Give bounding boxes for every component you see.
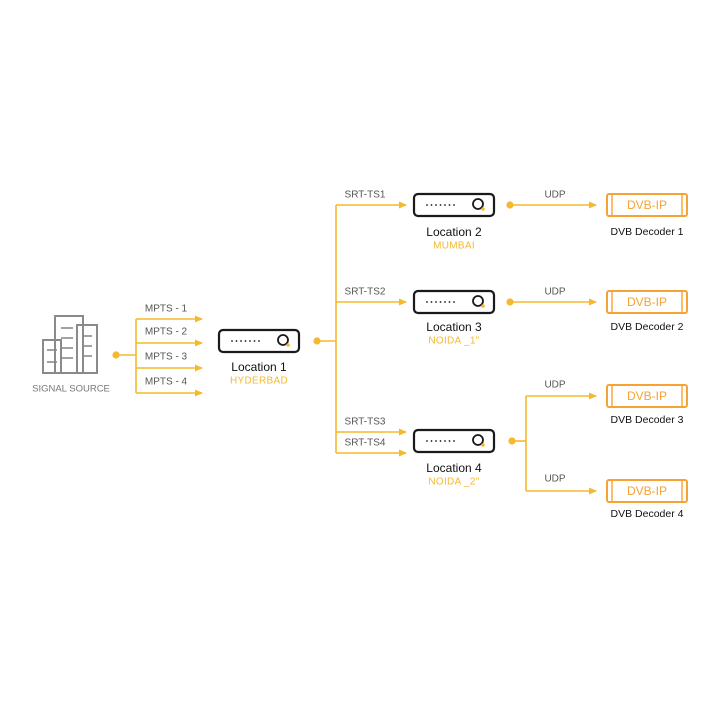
location-3-city: NOIDA _1" <box>428 335 480 347</box>
location-3-device <box>412 289 496 315</box>
dvb-decoder-4-label: DVB Decoder 4 <box>610 508 684 520</box>
location-4-name: Location 4 <box>426 461 482 475</box>
source-output-dot <box>112 351 120 359</box>
location-4-output-dot <box>508 437 516 445</box>
mpts-1-label: MPTS - 1 <box>144 303 188 315</box>
udp-2-label: UDP <box>544 286 566 298</box>
location-4-city: NOIDA _2" <box>428 476 480 488</box>
location-2-city: MUMBAI <box>433 240 475 252</box>
dvb-ip-2-text: DVB-IP <box>626 295 668 309</box>
srt-ts1-label: SRT-TS1 <box>344 189 386 201</box>
dvb-decoder-2-label: DVB Decoder 2 <box>610 321 684 333</box>
location-3-name: Location 3 <box>426 320 482 334</box>
dvb-decoder-2-box <box>606 290 688 314</box>
srt-ts3-label: SRT-TS3 <box>344 416 386 428</box>
location-1-name: Location 1 <box>231 360 287 374</box>
location-1-output-dot <box>313 337 321 345</box>
signal-source-label: SIGNAL SOURCE <box>32 383 110 395</box>
dvb-decoder-4-box <box>606 479 688 503</box>
location-2-name: Location 2 <box>426 225 482 239</box>
location-1-city: HYDERBAD <box>230 375 288 387</box>
udp-3-label: UDP <box>544 379 566 391</box>
mpts-2-label: MPTS - 2 <box>144 326 188 338</box>
building-icon <box>42 315 98 374</box>
dvb-decoder-1-box <box>606 193 688 217</box>
udp-1-label: UDP <box>544 189 566 201</box>
dvb-decoder-3-box <box>606 384 688 408</box>
dvb-decoder-1-label: DVB Decoder 1 <box>610 226 684 238</box>
location-3-output-dot <box>506 298 514 306</box>
dvb-ip-4-text: DVB-IP <box>626 484 668 498</box>
location-2-output-dot <box>506 201 514 209</box>
location-4-device <box>412 428 496 454</box>
location-2-device <box>412 192 496 218</box>
dvb-decoder-3-label: DVB Decoder 3 <box>610 414 684 426</box>
srt-ts4-label: SRT-TS4 <box>344 437 386 449</box>
srt-ts2-label: SRT-TS2 <box>344 286 386 298</box>
dvb-ip-3-text: DVB-IP <box>626 389 668 403</box>
udp-4-label: UDP <box>544 473 566 485</box>
mpts-3-label: MPTS - 3 <box>144 351 188 363</box>
dvb-ip-1-text: DVB-IP <box>626 198 668 212</box>
location-1-device <box>217 328 301 354</box>
mpts-4-label: MPTS - 4 <box>144 376 188 388</box>
